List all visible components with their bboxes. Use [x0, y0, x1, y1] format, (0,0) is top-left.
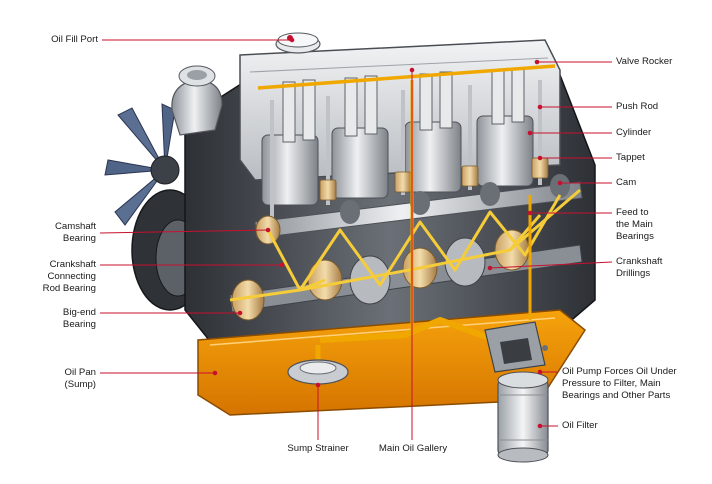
label-valve-rocker: Valve Rocker [616, 56, 673, 67]
intake-breather [171, 65, 223, 136]
label-tappet: Tappet [616, 152, 645, 163]
label-crankshaft-drillings: Crankshaft Drillings [616, 256, 663, 279]
label-camshaft-bearing: Camshaft Bearing [54, 221, 96, 244]
label-crankshaft-connecting-rod-bearing: Crankshaft Connecting Rod Bearing [42, 259, 96, 294]
tappets [319, 157, 549, 201]
label-cam: Cam [616, 177, 637, 188]
leader-lines [99, 37, 613, 440]
label-oil-pump-forces-oil: Oil Pump Forces Oil Under Pressure to Fi… [562, 366, 677, 401]
cylinders [261, 115, 534, 206]
rocker-oil-line [257, 64, 556, 90]
sump-strainer [287, 345, 349, 385]
label-oil-fill-port: Oil Fill Port [51, 34, 98, 45]
fan [104, 103, 180, 226]
label-sump-strainer: Sump Strainer [287, 443, 349, 454]
camshaft [254, 174, 583, 245]
oil-pump [484, 321, 548, 373]
label-feed-to-main-bearings: Feed to the Main Bearings [616, 207, 654, 242]
label-push-rod: Push Rod [616, 101, 659, 112]
label-big-end-bearing: Big-end Bearing [62, 307, 96, 330]
label-oil-pan-sump: Oil Pan (Sump) [64, 367, 96, 390]
label-oil-filter: Oil Filter [562, 420, 598, 431]
label-main-oil-gallery: Main Oil Gallery [378, 443, 448, 454]
oil-drillings [229, 188, 581, 302]
label-cylinder: Cylinder [616, 127, 652, 138]
main-oil-gallery-pipe [319, 317, 497, 343]
oil-filter [497, 371, 549, 463]
